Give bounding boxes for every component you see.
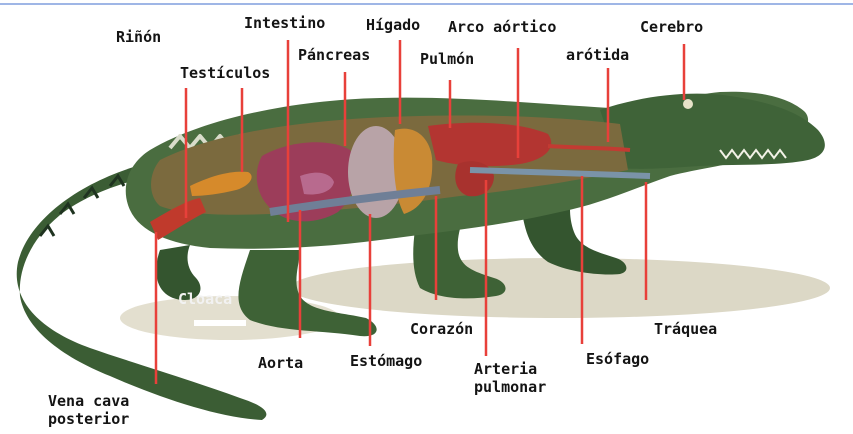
label-traquea: Tráquea	[654, 320, 717, 338]
eye	[683, 99, 693, 109]
label-esofago: Esófago	[586, 350, 649, 368]
label-arteria: Arteria	[474, 360, 537, 378]
label-cerebro: Cerebro	[640, 18, 703, 36]
label-intestino: Intestino	[244, 14, 325, 32]
label-corazon: Corazón	[410, 320, 473, 338]
label-estomago: Estómago	[350, 352, 422, 370]
cloaca-marker	[194, 320, 246, 326]
label-cloaca: Cloaca	[178, 290, 232, 308]
label-pancreas: Páncreas	[298, 46, 370, 64]
lung-organ	[428, 123, 551, 166]
label-posterior: posterior	[48, 410, 129, 428]
label-pulmonar: pulmonar	[474, 378, 546, 396]
label-vena-cava: Vena cava	[48, 392, 129, 410]
label-arco-aortico: Arco aórtico	[448, 18, 556, 36]
label-rinon: Riñón	[116, 28, 161, 46]
tail-spikes	[40, 176, 124, 236]
label-aorta: Aorta	[258, 354, 303, 372]
label-carotida: arótida	[566, 46, 629, 64]
label-higado: Hígado	[366, 16, 420, 34]
label-testiculos: Testículos	[180, 64, 270, 82]
label-pulmon: Pulmón	[420, 50, 474, 68]
